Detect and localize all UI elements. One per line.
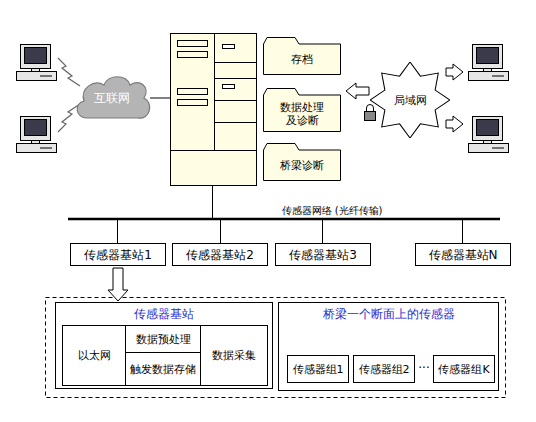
station-box: 传感器基站N bbox=[415, 243, 511, 266]
bus-drop bbox=[322, 219, 323, 243]
node-label: 桥梁诊断 bbox=[280, 159, 324, 172]
node-label: 传感器基站2 bbox=[186, 248, 254, 262]
station-box: 传感器基站3 bbox=[275, 243, 371, 266]
hollow-arrow bbox=[446, 116, 463, 132]
dashed-frame bbox=[46, 298, 506, 398]
module-cell: 数据预处理 bbox=[125, 325, 201, 353]
server-slot bbox=[223, 45, 235, 49]
folder-shape bbox=[264, 144, 341, 181]
module-cell: 数据采集 bbox=[200, 325, 268, 386]
node-label: 以太网 bbox=[78, 349, 111, 362]
folder-node: 桥梁诊断 bbox=[263, 143, 341, 181]
folder-node: 存档 bbox=[263, 37, 341, 75]
sensor-group: 传感器组K bbox=[433, 355, 495, 383]
node-label: 互联网 bbox=[94, 91, 130, 105]
folder-shape bbox=[264, 38, 341, 75]
computer-icon bbox=[17, 45, 57, 81]
server-panel-line bbox=[214, 100, 256, 101]
group-box: 桥梁一个断面上的传感器传感器组1 传感器组2 传感器组K bbox=[278, 302, 499, 391]
module-cell: 触发数据存储 bbox=[125, 352, 201, 386]
folder-shape bbox=[264, 89, 341, 132]
lock-icon bbox=[365, 112, 376, 121]
server-slot bbox=[223, 85, 235, 89]
bus-drop bbox=[220, 219, 221, 243]
node-label: 数据预处理 bbox=[136, 333, 191, 346]
hollow-arrow bbox=[446, 64, 463, 80]
node-label: 传感器组2 bbox=[359, 363, 410, 376]
server-panel-line bbox=[170, 150, 256, 151]
wireless-link bbox=[58, 58, 80, 86]
station-box: 传感器基站1 bbox=[70, 243, 166, 266]
node-label: 存档 bbox=[291, 53, 313, 66]
star-shape bbox=[370, 62, 450, 138]
computer-icon bbox=[469, 117, 509, 153]
group-title: 桥梁一个断面上的传感器 bbox=[323, 307, 455, 321]
lock-icon bbox=[367, 105, 374, 112]
bus-label: 传感器网络 (光纤传输) bbox=[262, 205, 402, 217]
computer-icon bbox=[469, 45, 509, 81]
node-label: 传感器基站1 bbox=[84, 248, 152, 262]
hollow-arrow bbox=[346, 83, 369, 99]
folder-node: 数据处理 及诊断 bbox=[263, 88, 341, 132]
network-star: 局域网 bbox=[370, 62, 450, 138]
group-box: 传感器基站以太网 数据预处理触发数据存储 数据采集 bbox=[55, 302, 273, 389]
node-label: 传感器基站N bbox=[429, 248, 498, 262]
module-cell: 以太网 bbox=[62, 325, 126, 386]
server-cabinet bbox=[171, 34, 257, 186]
cloud-shape bbox=[77, 77, 149, 118]
server-panel-line bbox=[214, 33, 215, 150]
server-bay bbox=[178, 89, 208, 95]
station-box: 传感器基站2 bbox=[172, 243, 268, 266]
computer-icon bbox=[17, 117, 57, 153]
node-label: 传感器基站3 bbox=[289, 248, 357, 262]
sensor-group: 传感器组1 bbox=[287, 355, 349, 383]
sensor-group: 传感器组2 bbox=[353, 355, 415, 383]
node-label: 传感器组1 bbox=[293, 363, 344, 376]
server-bay bbox=[178, 41, 208, 47]
node-label: 数据采集 bbox=[212, 349, 256, 362]
bus-drop bbox=[462, 219, 463, 243]
hollow-arrow bbox=[108, 268, 128, 301]
link-line bbox=[212, 185, 213, 219]
link-line bbox=[150, 98, 170, 99]
node-label: 传感器组K bbox=[438, 363, 489, 376]
server-bay bbox=[178, 52, 208, 58]
server-panel-line bbox=[214, 78, 256, 79]
cloud-node: 互联网 bbox=[72, 70, 152, 126]
node-label: 数据处理 及诊断 bbox=[277, 101, 327, 127]
server-bay bbox=[178, 100, 208, 106]
ellipsis-mark: ··· bbox=[414, 362, 434, 374]
server-panel-line bbox=[214, 122, 256, 123]
server-panel-line bbox=[214, 62, 256, 63]
node-label: 局域网 bbox=[394, 94, 427, 107]
sensor-bus bbox=[68, 218, 500, 221]
bus-drop bbox=[117, 219, 118, 243]
group-title: 传感器基站 bbox=[134, 307, 194, 321]
node-label: 触发数据存储 bbox=[130, 363, 196, 376]
